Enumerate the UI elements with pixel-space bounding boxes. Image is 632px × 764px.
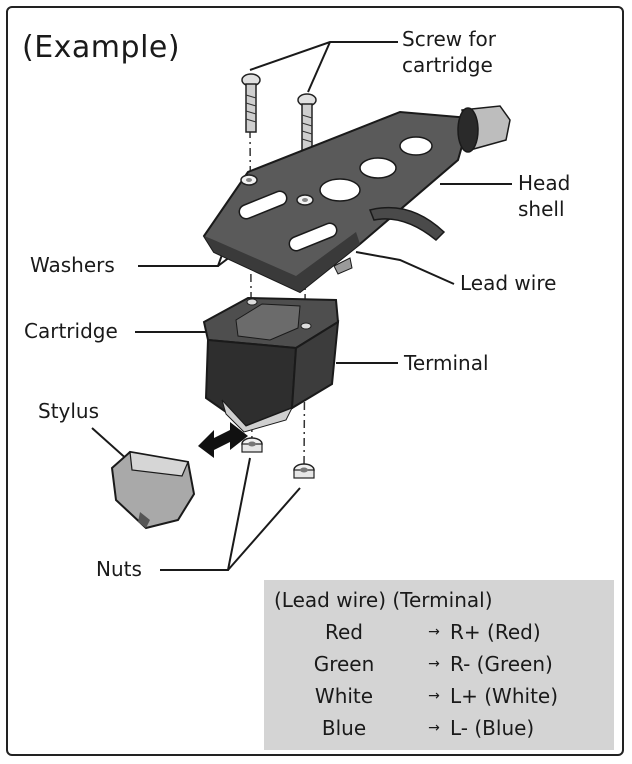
label-head-line1: Head [518, 171, 571, 195]
label-head-line2: shell [518, 197, 565, 221]
arrow-right-icon: → [428, 720, 440, 736]
wiring-header: (Lead wire) (Terminal) [274, 588, 493, 612]
screw-left-icon [241, 73, 261, 133]
leader-lines [91, 41, 512, 571]
wiring-row: White → L+ (White) [264, 684, 614, 716]
label-terminal: Terminal [404, 351, 489, 375]
wiring-table: (Lead wire) (Terminal) Red → R+ (Red) Gr… [264, 580, 614, 750]
wiring-terminal: L+ (White) [450, 684, 559, 708]
nut-icon [241, 437, 315, 479]
double-arrow-icon [198, 422, 248, 458]
washer-icon [240, 174, 314, 206]
stylus-icon [110, 450, 196, 530]
cartridge-icon [202, 296, 340, 433]
leader-nut-right [227, 487, 301, 571]
wiring-header-right: (Terminal) [392, 588, 493, 612]
wiring-terminal: L- (Blue) [450, 716, 535, 740]
arrow-right-icon: → [428, 624, 440, 640]
arrow-right-icon: → [428, 688, 440, 704]
screw-right-icon [297, 93, 317, 153]
wiring-lead-color: Blue [321, 716, 367, 740]
wiring-lead-color: Green [313, 652, 375, 676]
wiring-row: Blue → L- (Blue) [264, 716, 614, 748]
wiring-row: Red → R+ (Red) [264, 620, 614, 652]
wiring-lead-color: White [314, 684, 374, 708]
label-lead-wire: Lead wire [460, 271, 557, 295]
head-shell-icon [202, 105, 511, 294]
arrow-right-icon: → [428, 656, 440, 672]
label-screw-line1: Screw for [402, 27, 496, 51]
leader-lead-wire [355, 251, 455, 285]
wiring-header-left: (Lead wire) [274, 588, 387, 612]
wiring-terminal: R- (Green) [450, 652, 553, 676]
wiring-terminal: R+ (Red) [450, 620, 541, 644]
label-cartridge: Cartridge [24, 319, 118, 343]
wiring-row: Green → R- (Green) [264, 652, 614, 684]
label-screw-line2: cartridge [402, 53, 493, 77]
wiring-lead-color: Red [325, 620, 363, 644]
label-nuts: Nuts [96, 557, 142, 581]
diagram-title: (Example) [22, 30, 181, 65]
leader-screw-right [307, 41, 331, 93]
label-stylus: Stylus [38, 399, 100, 423]
label-washers: Washers [30, 253, 115, 277]
